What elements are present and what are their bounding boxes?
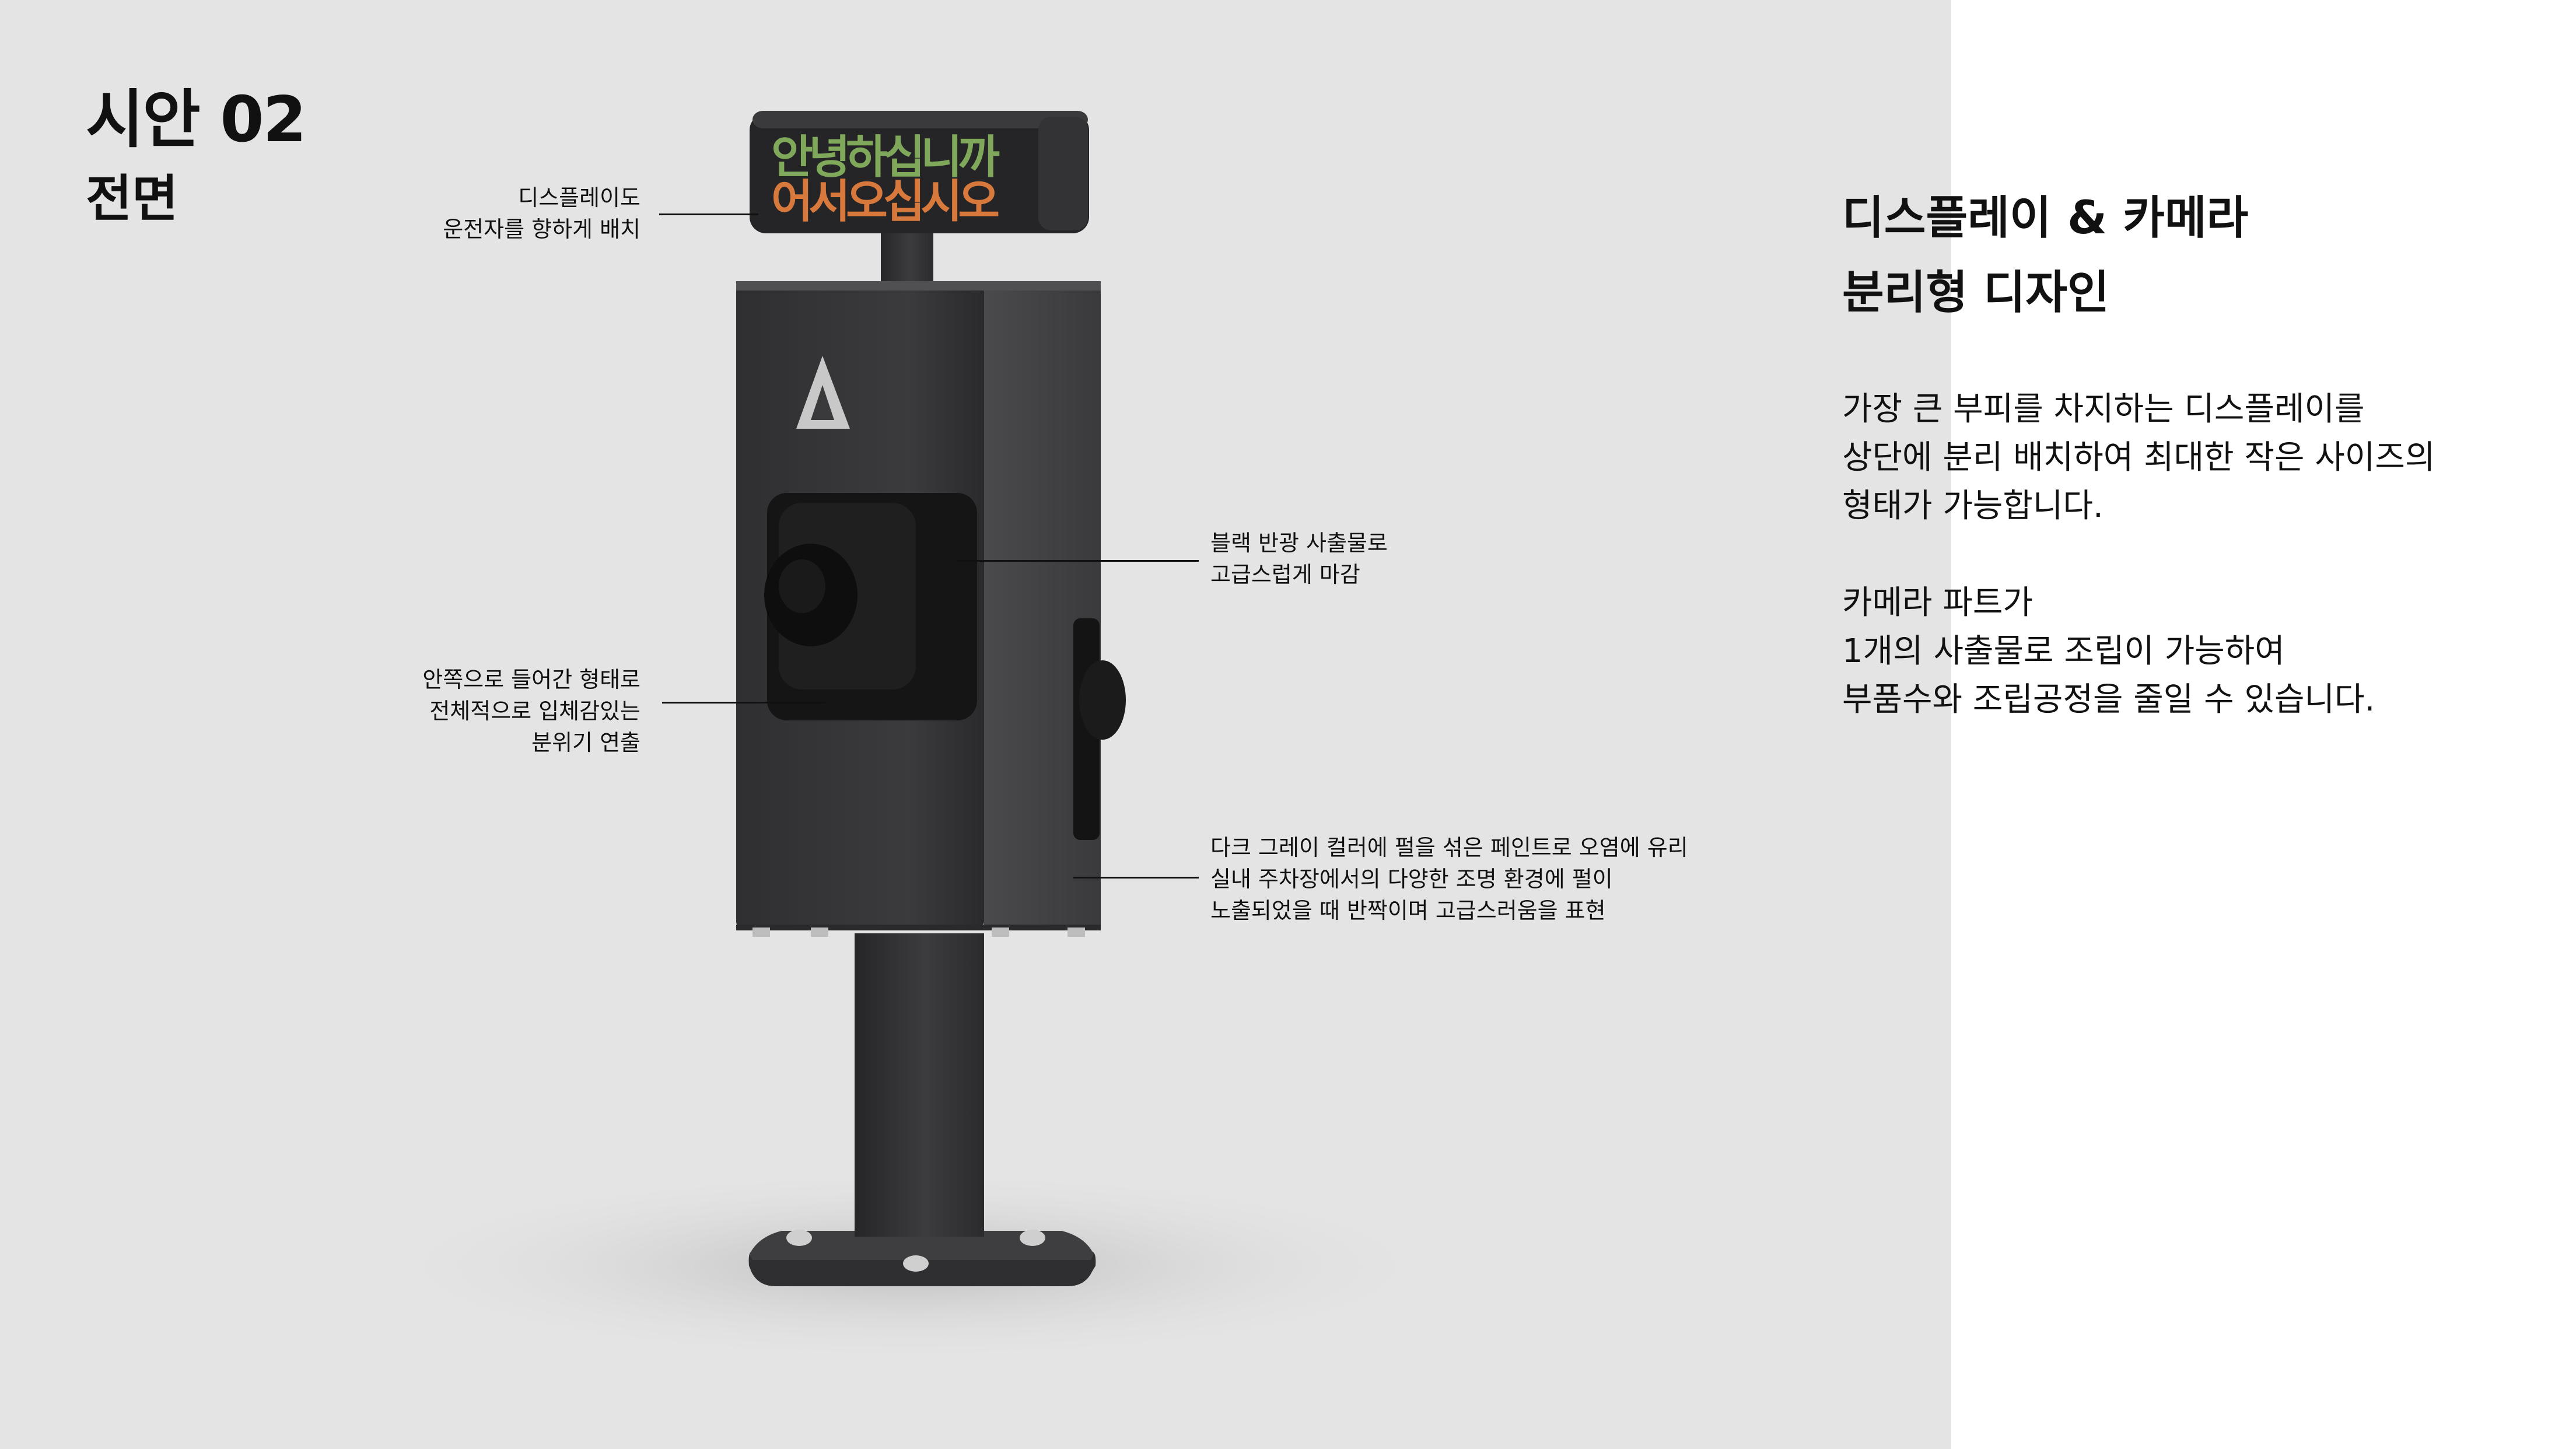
side-knob: [1079, 660, 1126, 740]
bolt: [1020, 1230, 1045, 1246]
main-body: [736, 281, 1126, 937]
lower-pole: [855, 933, 984, 1237]
description-heading: 디스플레이 & 카메라 분리형 디자인: [1842, 192, 2249, 319]
leader-recess: [662, 702, 825, 704]
display-text-line1: 안녕하십니까: [771, 131, 1000, 184]
leader-black-finish: [957, 560, 1199, 562]
page-subtitle: 전면: [86, 170, 178, 228]
description-body: 가장 큰 부피를 차지하는 디스플레이를 상단에 분리 배치하여 최대한 작은 …: [1842, 390, 2435, 719]
callout-recess: 안쪽으로 들어간 형태로 전체적으로 입체감있는 분위기 연출: [422, 667, 640, 755]
leader-display: [659, 214, 758, 215]
leader-paint: [1073, 877, 1199, 878]
page-title: 시안 02: [86, 83, 307, 156]
callout-paint: 다크 그레이 컬러에 펄을 섞은 페인트로 오염에 유리 실내 주차장에서의 다…: [1210, 835, 1688, 923]
display-text-line2: 어서오십시오: [771, 176, 1000, 228]
display-head: 안녕하십니까 어서오십시오: [750, 111, 1089, 233]
bolt: [786, 1230, 812, 1246]
callout-black-finish: 블랙 반광 사출물로 고급스럽게 마감: [1210, 530, 1388, 587]
right-panel-background: [1951, 0, 2576, 1449]
bolt: [903, 1255, 929, 1272]
callout-display: 디스플레이도 운전자를 향하게 배치: [443, 185, 640, 242]
upper-neck: [881, 225, 933, 289]
